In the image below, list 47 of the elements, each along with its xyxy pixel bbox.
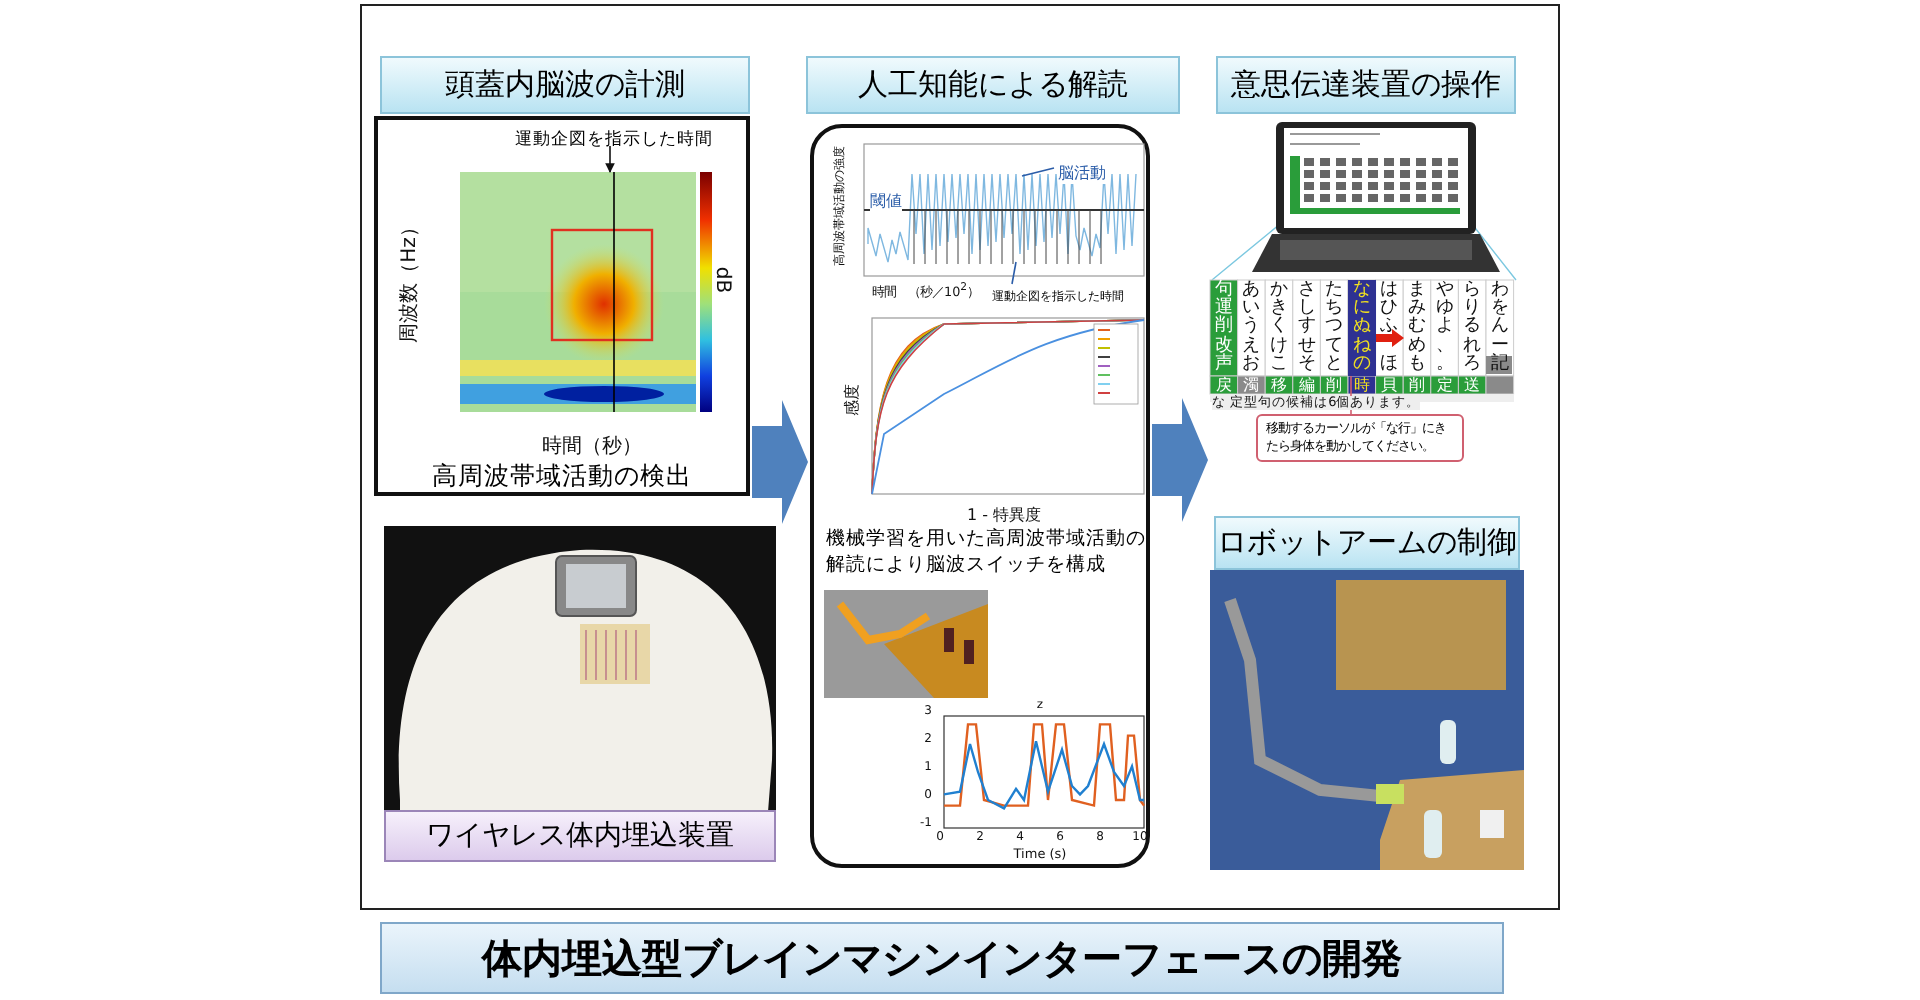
key-label: 削 xyxy=(1326,377,1343,393)
decoding-panel xyxy=(810,124,1150,868)
kana-column: はひふ xyxy=(1379,281,1400,338)
panel-caption: 機械学習を用いた高周波帯域活動の解読により脳波スイッチを構成 xyxy=(826,528,1146,580)
kana-column: ほ xyxy=(1379,356,1400,375)
annotation-text: 運動企図を指示した時間 xyxy=(514,128,714,152)
axis-label: 時間（秒） xyxy=(542,436,642,458)
key-label: 送 xyxy=(1464,377,1481,395)
cursor-column: なにぬねの xyxy=(1348,280,1376,376)
leader-line xyxy=(1011,261,1017,285)
key-label: 時 xyxy=(1353,377,1370,395)
threshold-label: 閾値 xyxy=(870,194,902,212)
leader-line xyxy=(605,145,615,173)
block-arrow xyxy=(1152,398,1208,522)
heading-box: 意思伝達装置の操作 xyxy=(1216,56,1516,114)
caption-box: ワイヤレス体内埋込装置 xyxy=(384,810,776,862)
kana-column: 句運削改声 xyxy=(1213,281,1234,376)
kana-column: たちつてと xyxy=(1324,281,1345,376)
annotation-text: 脳活動 xyxy=(1058,162,1106,184)
implant-photo-card xyxy=(380,524,780,864)
key-label: 定 xyxy=(1436,377,1453,395)
heading-box: 頭蓋内脳波の計測 xyxy=(380,56,750,114)
key-label: 削 xyxy=(1409,377,1425,395)
key-label: 戻 xyxy=(1215,377,1232,393)
axis-label: dB xyxy=(711,266,733,294)
key-label: 編 xyxy=(1298,377,1315,395)
block-arrow xyxy=(752,400,808,524)
kana-column: まみむめも xyxy=(1407,281,1427,376)
key-label: 濁 xyxy=(1243,377,1260,393)
key-label: 移 xyxy=(1271,377,1287,395)
spectrogram-panel xyxy=(374,116,750,496)
kana-column: らりるれろ xyxy=(1462,281,1483,376)
axis-label: 周波数（Hz） xyxy=(399,217,421,343)
heading-box: ロボットアームの制御 xyxy=(1214,516,1520,570)
kana-column: さしすせそ xyxy=(1296,281,1317,376)
kana-column: やゆよ、。 xyxy=(1434,281,1455,376)
heading-box: 人工知能による解読 xyxy=(806,56,1180,114)
axis-label: 感度 xyxy=(845,384,863,416)
title-banner: 体内埋込型ブレインマシンインターフェースの開発 xyxy=(380,922,1504,994)
leader-line xyxy=(1021,167,1055,177)
axis-label: 1 - 特異度 xyxy=(966,508,1042,526)
kana-column: わをんー記 xyxy=(1489,281,1510,376)
leader-line xyxy=(1350,375,1352,415)
panel-caption: 高周波帯域活動の検出 xyxy=(430,460,694,494)
kana-column: あいうえお xyxy=(1241,281,1262,376)
kana-column: かきくけこ xyxy=(1269,281,1289,376)
key-label: 貝 xyxy=(1381,377,1398,395)
